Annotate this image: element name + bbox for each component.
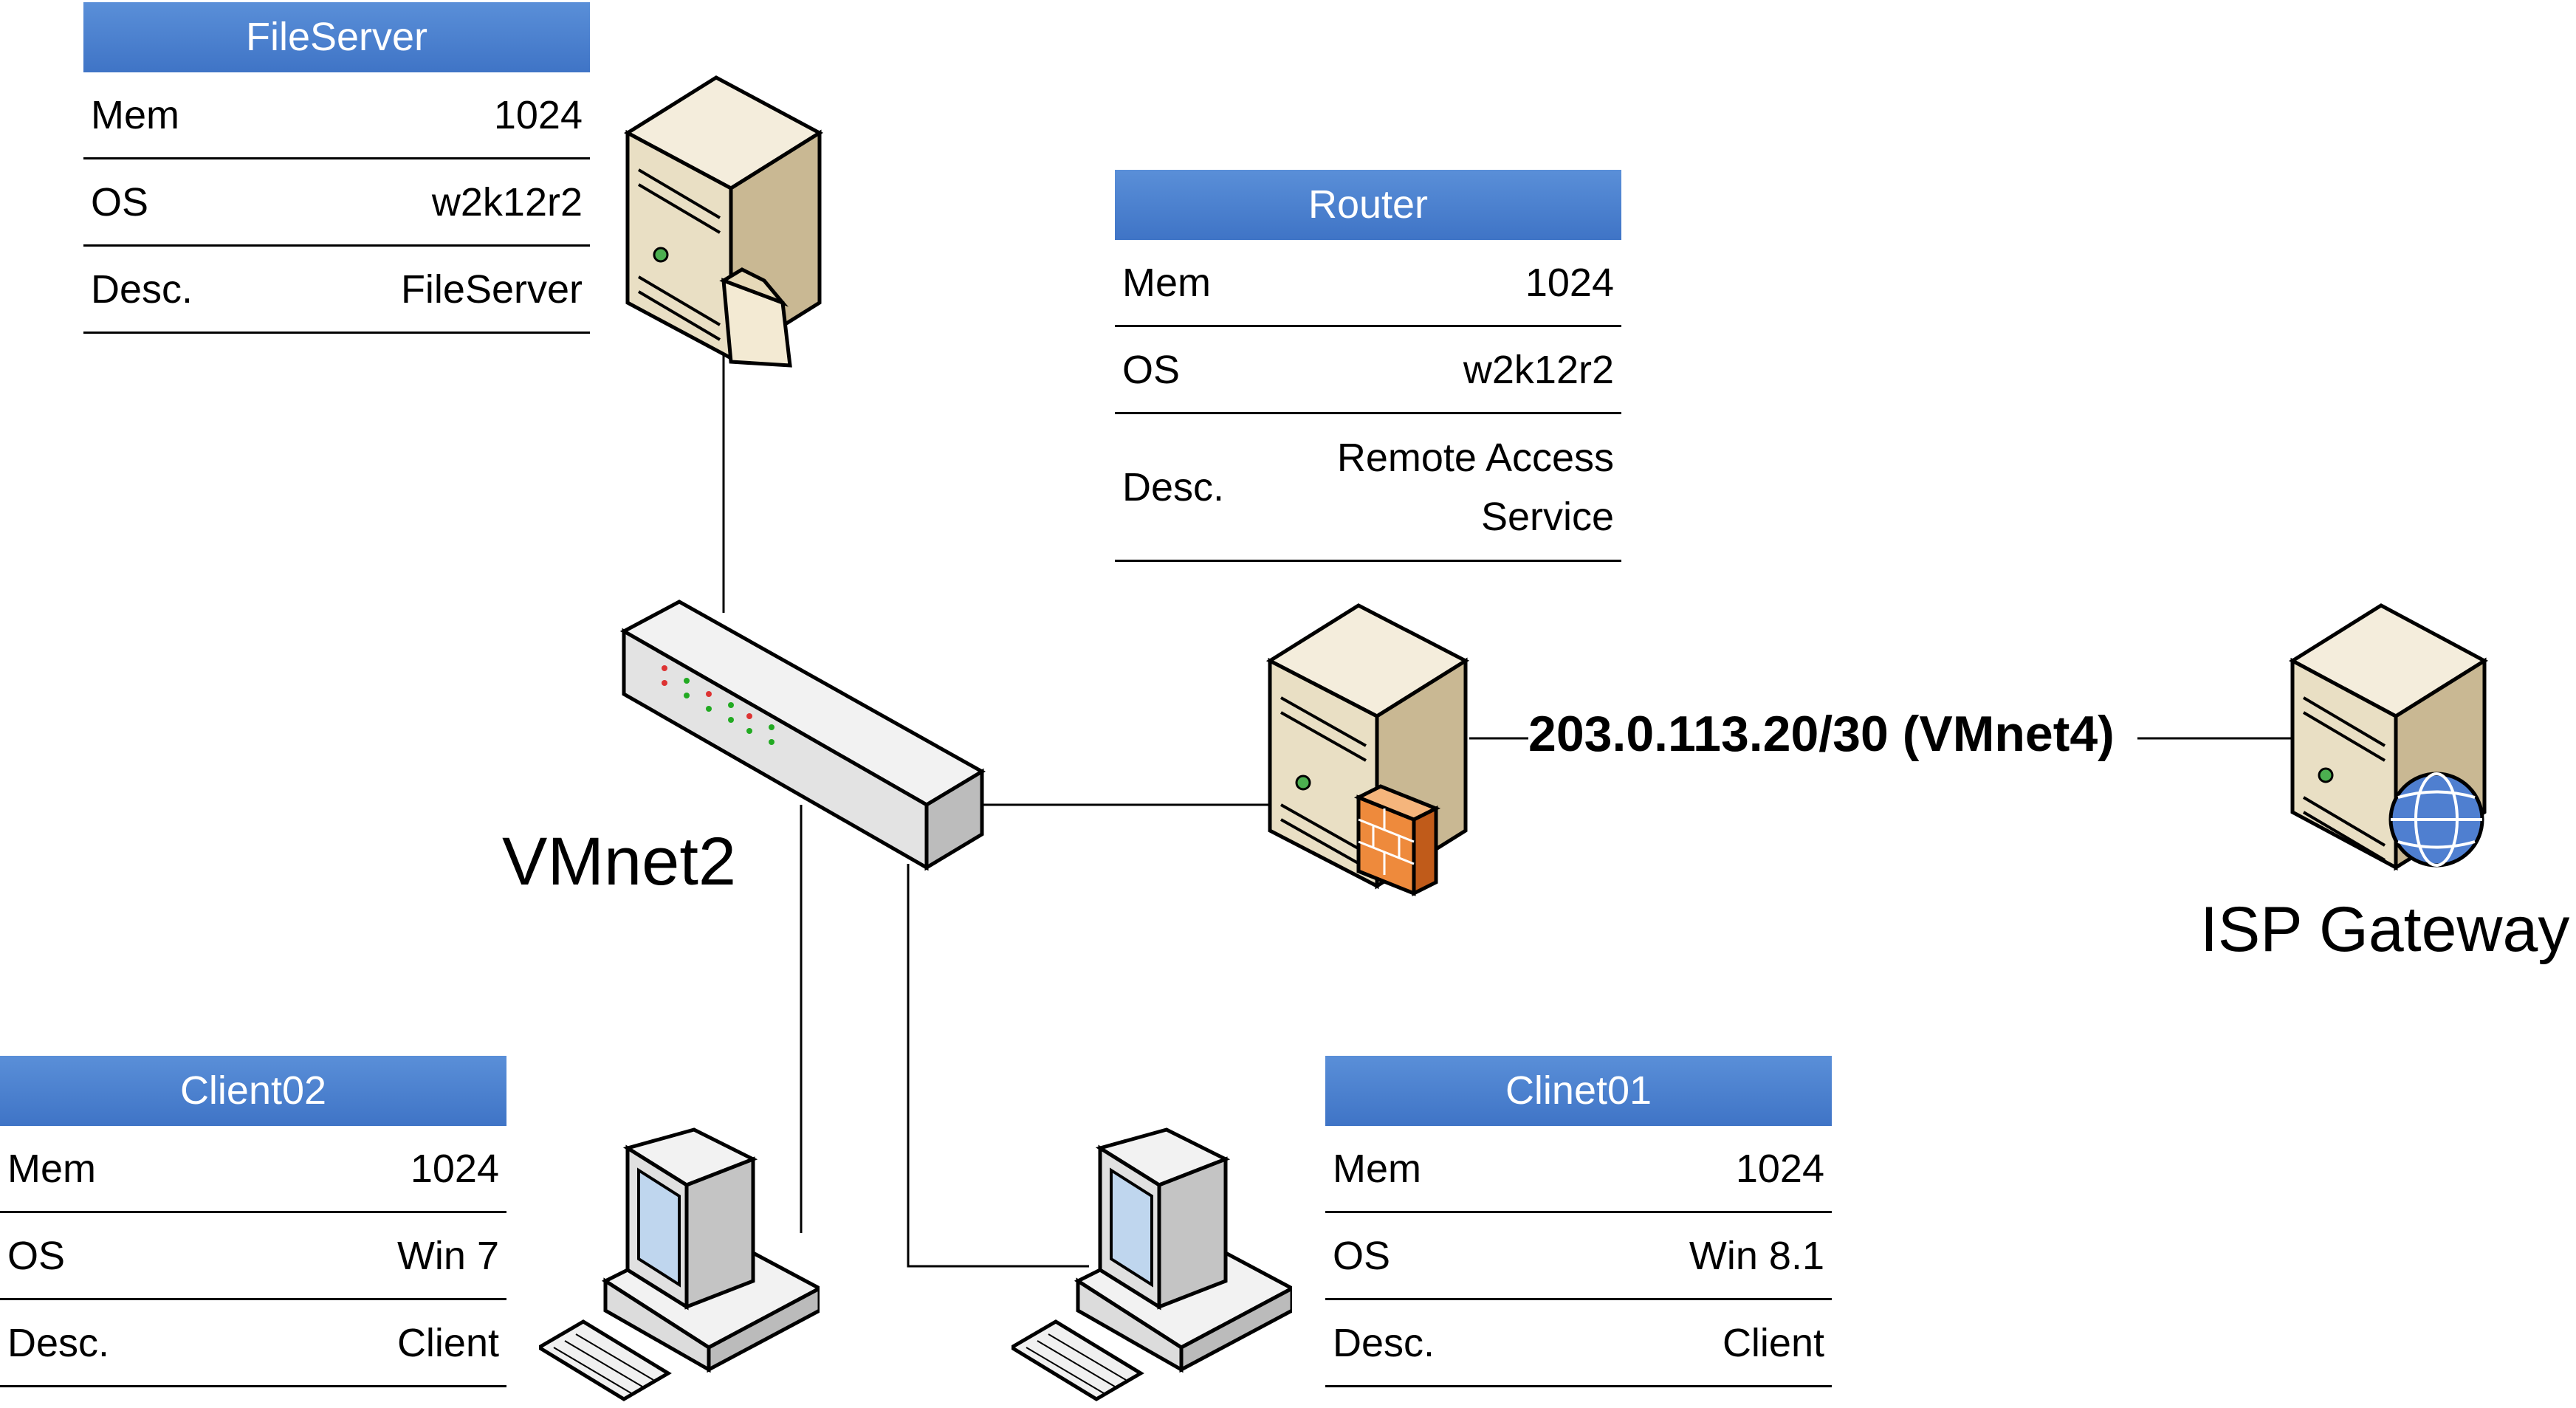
desc-value: Remote Access Service xyxy=(1337,428,1614,546)
card-title: Clinet01 xyxy=(1325,1056,1832,1126)
server-firewall-icon xyxy=(1266,603,1470,897)
desc-value: Client xyxy=(396,1320,499,1365)
desc-value-line1: Remote Access xyxy=(1336,435,1614,480)
os-row: OS w2k12r2 xyxy=(1115,327,1621,414)
desc-row: Desc. Client xyxy=(1325,1300,1832,1387)
os-value: Win 8.1 xyxy=(1689,1233,1824,1278)
server-globe-icon xyxy=(2289,603,2488,871)
os-label: OS xyxy=(7,1233,66,1278)
os-row: OS Win 7 xyxy=(0,1213,506,1300)
desc-label: Desc. xyxy=(1122,464,1225,509)
clinet01-info-card: Clinet01 Mem 1024 OS Win 8.1 Desc. Clien… xyxy=(1325,1056,1832,1387)
router-info-card: Router Mem 1024 OS w2k12r2 Desc. Remote … xyxy=(1115,170,1621,562)
gateway-label: ISP Gateway xyxy=(2200,894,2570,965)
desc-row: Desc. Remote Access Service xyxy=(1115,414,1621,562)
desc-value: Client xyxy=(1722,1320,1824,1365)
link-switch-clinet01 xyxy=(907,864,1089,1268)
mem-row: Mem 1024 xyxy=(83,72,590,159)
desktop-computer-icon xyxy=(1011,1127,1292,1401)
os-value: Win 7 xyxy=(396,1233,499,1278)
mem-value: 1024 xyxy=(1525,260,1614,305)
fileserver-info-card: FileServer Mem 1024 OS w2k12r2 Desc. Fil… xyxy=(83,2,590,334)
os-value: w2k12r2 xyxy=(1463,347,1614,392)
mem-row: Mem 1024 xyxy=(0,1126,506,1213)
mem-value: 1024 xyxy=(493,92,583,137)
server-folder-icon xyxy=(624,75,823,368)
client02-info-card: Client02 Mem 1024 OS Win 7 Desc. Client xyxy=(0,1056,506,1387)
card-title: Client02 xyxy=(0,1056,506,1126)
os-row: OS Win 8.1 xyxy=(1325,1213,1832,1300)
desc-label: Desc. xyxy=(7,1320,110,1365)
mem-label: Mem xyxy=(1333,1146,1421,1191)
os-row: OS w2k12r2 xyxy=(83,159,590,247)
mem-value: 1024 xyxy=(1735,1146,1824,1191)
card-title: FileServer xyxy=(83,2,590,72)
os-label: OS xyxy=(91,179,149,224)
desc-value: FileServer xyxy=(400,267,583,312)
desc-row: Desc. Client xyxy=(0,1300,506,1387)
desktop-computer-icon xyxy=(539,1127,820,1401)
desc-label: Desc. xyxy=(1333,1320,1435,1365)
mem-label: Mem xyxy=(7,1146,96,1191)
os-value: w2k12r2 xyxy=(431,179,583,224)
mem-value: 1024 xyxy=(410,1146,499,1191)
card-title: Router xyxy=(1115,170,1621,240)
os-label: OS xyxy=(1333,1233,1391,1278)
os-label: OS xyxy=(1122,347,1181,392)
mem-row: Mem 1024 xyxy=(1325,1126,1832,1213)
mem-label: Mem xyxy=(1122,260,1211,305)
mem-row: Mem 1024 xyxy=(1115,240,1621,327)
mem-label: Mem xyxy=(91,92,179,137)
desc-row: Desc. FileServer xyxy=(83,247,590,334)
network-switch-icon xyxy=(620,600,986,871)
desc-value-line2: Service xyxy=(1480,494,1614,539)
switch-label: VMnet2 xyxy=(502,824,737,899)
desc-label: Desc. xyxy=(91,267,193,312)
wan-link-label: 203.0.113.20/30 (VMnet4) xyxy=(1528,706,2115,762)
